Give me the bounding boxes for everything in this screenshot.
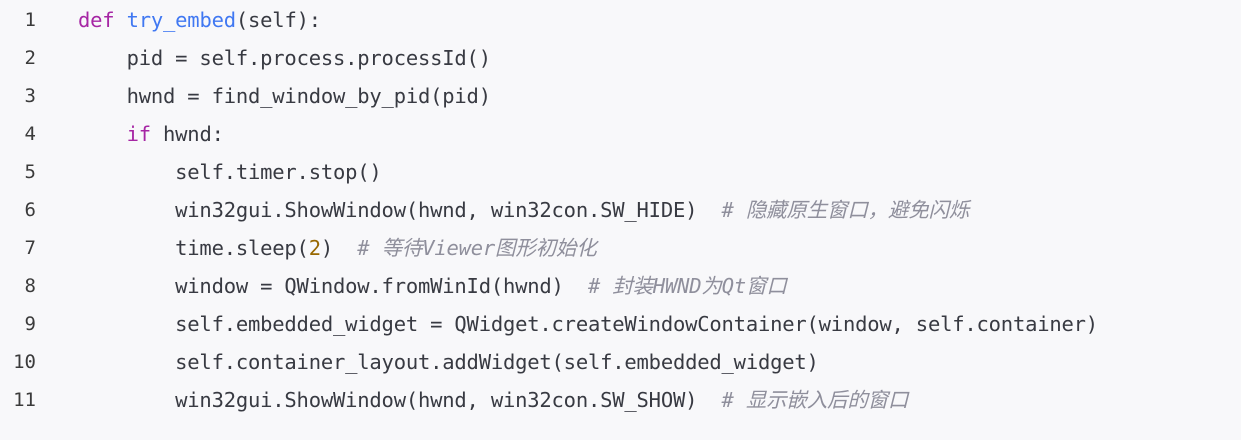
code-token-plain: self.container_layout.addWidget(self.emb… — [175, 350, 819, 374]
line-number: 10 — [13, 351, 36, 373]
line-code: win32gui.ShowWindow(hwnd, win32con.SW_HI… — [78, 191, 969, 229]
indent — [78, 388, 175, 412]
code-token-plain: win32gui.ShowWindow(hwnd, win32con.SW_HI… — [175, 198, 722, 222]
code-line: 6 win32gui.ShowWindow(hwnd, win32con.SW_… — [0, 191, 1241, 229]
indent — [78, 84, 127, 108]
line-number: 7 — [24, 237, 36, 259]
code-token-comment: # 等待Viewer图形初始化 — [357, 236, 597, 260]
indent — [78, 198, 175, 222]
code-token-plain: window = QWindow.fromWinId(hwnd) — [175, 274, 588, 298]
indent — [78, 274, 175, 298]
line-code: time.sleep(2) # 等待Viewer图形初始化 — [78, 229, 597, 267]
code-token-comment: # 封装HWND为Qt窗口 — [587, 274, 787, 298]
line-number: 4 — [24, 123, 36, 145]
line-number: 2 — [24, 47, 36, 69]
line-code: window = QWindow.fromWinId(hwnd) # 封装HWN… — [78, 267, 787, 305]
code-line: 5 self.timer.stop() — [0, 153, 1241, 191]
code-token-keyword: def — [78, 8, 115, 32]
code-line: 7 time.sleep(2) # 等待Viewer图形初始化 — [0, 229, 1241, 267]
code-line: 2 pid = self.process.processId() — [0, 39, 1241, 77]
code-token-plain: hwnd: — [150, 122, 224, 146]
code-line: 9 self.embedded_widget = QWidget.createW… — [0, 305, 1241, 343]
line-code: def try_embed(self): — [78, 1, 321, 39]
line-code: self.container_layout.addWidget(self.emb… — [78, 343, 819, 381]
line-number: 6 — [24, 199, 36, 221]
line-number: 8 — [24, 275, 36, 297]
code-token-plain: ) — [320, 236, 358, 260]
code-token-plain — [114, 8, 126, 32]
indent — [78, 236, 175, 260]
line-code: self.embedded_widget = QWidget.createWin… — [78, 305, 1098, 343]
code-line: 8 window = QWindow.fromWinId(hwnd) # 封装H… — [0, 267, 1241, 305]
code-line: 4 if hwnd: — [0, 115, 1241, 153]
line-code: pid = self.process.processId() — [78, 39, 491, 77]
indent — [78, 350, 175, 374]
line-number: 1 — [24, 9, 36, 31]
code-token-keyword: if — [126, 122, 151, 146]
indent — [78, 122, 127, 146]
code-token-number: 2 — [308, 236, 321, 260]
line-code: self.timer.stop() — [78, 153, 382, 191]
code-token-comment: # 隐藏原生窗口，避免闪烁 — [721, 198, 970, 222]
code-line: 11 win32gui.ShowWindow(hwnd, win32con.SW… — [0, 381, 1241, 419]
line-number: 9 — [24, 313, 36, 335]
code-line: 1 def try_embed(self): — [0, 1, 1241, 39]
line-number: 11 — [13, 389, 36, 411]
code-token-plain: win32gui.ShowWindow(hwnd, win32con.SW_SH… — [175, 388, 722, 412]
indent — [78, 46, 127, 70]
code-token-plain: self.embedded_widget = QWidget.createWin… — [175, 312, 1098, 336]
code-token-plain: self.timer.stop() — [175, 160, 382, 184]
code-line: 3 hwnd = find_window_by_pid(pid) — [0, 77, 1241, 115]
code-line: 10 self.container_layout.addWidget(self.… — [0, 343, 1241, 381]
code-token-plain: hwnd = find_window_by_pid(pid) — [126, 84, 491, 108]
line-code: hwnd = find_window_by_pid(pid) — [78, 77, 491, 115]
line-number: 5 — [24, 161, 36, 183]
line-code: win32gui.ShowWindow(hwnd, win32con.SW_SH… — [78, 381, 908, 419]
code-token-comment: # 显示嵌入后的窗口 — [721, 388, 909, 412]
line-code: if hwnd: — [78, 115, 224, 153]
code-token-funcname: try_embed — [126, 8, 236, 32]
code-token-plain: (self): — [235, 8, 321, 32]
indent — [78, 160, 175, 184]
code-token-plain: pid = self.process.processId() — [126, 46, 491, 70]
indent — [78, 312, 175, 336]
line-number: 3 — [24, 85, 36, 107]
code-token-plain: time.sleep( — [175, 236, 309, 260]
